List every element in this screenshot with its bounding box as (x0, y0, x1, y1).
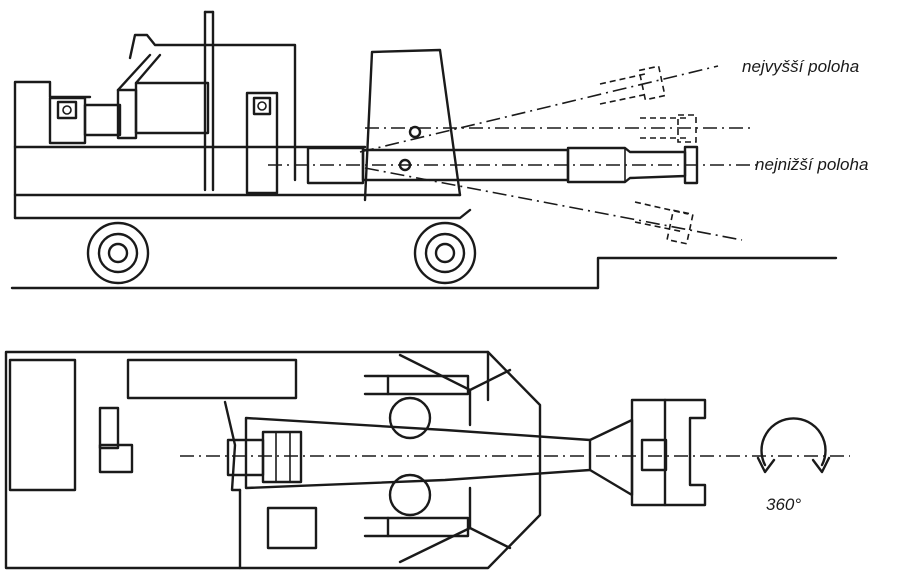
front-wheel (413, 221, 477, 285)
control-unit (98, 406, 134, 474)
ground-line (10, 256, 838, 290)
rotation-arrow-left-icon (756, 456, 776, 474)
side-view: nejvyšší poloha nejnižší poloha (10, 10, 868, 290)
chassis (13, 80, 472, 220)
frame-diagonals (398, 350, 512, 564)
rear-support (223, 400, 242, 492)
gripper-highest (638, 65, 666, 101)
gripper-top (588, 398, 707, 507)
arm-top (226, 416, 592, 490)
highest-position-label: nejvyšší poloha (742, 57, 859, 76)
gripper-middle (677, 114, 697, 143)
rotation-symbol: 360° (756, 417, 831, 514)
arm-positions (359, 65, 755, 245)
rotation-label: 360° (766, 495, 801, 514)
wheels (86, 221, 477, 285)
top-view: 360° (4, 350, 850, 570)
cabin (8, 358, 77, 492)
hoist-frame (128, 10, 297, 195)
rear-wheel (86, 221, 150, 285)
telescopic-arm (268, 145, 760, 185)
rotation-arrow-right-icon (811, 456, 831, 474)
lowest-position-label: nejnižší poloha (755, 155, 868, 174)
pivot-bearings (363, 374, 470, 538)
pivot-housing (363, 48, 462, 202)
battery-box (266, 506, 318, 550)
gripper-low (666, 209, 694, 245)
drive-motor (48, 53, 210, 145)
upper-pivot (408, 125, 422, 139)
tank (126, 358, 298, 400)
